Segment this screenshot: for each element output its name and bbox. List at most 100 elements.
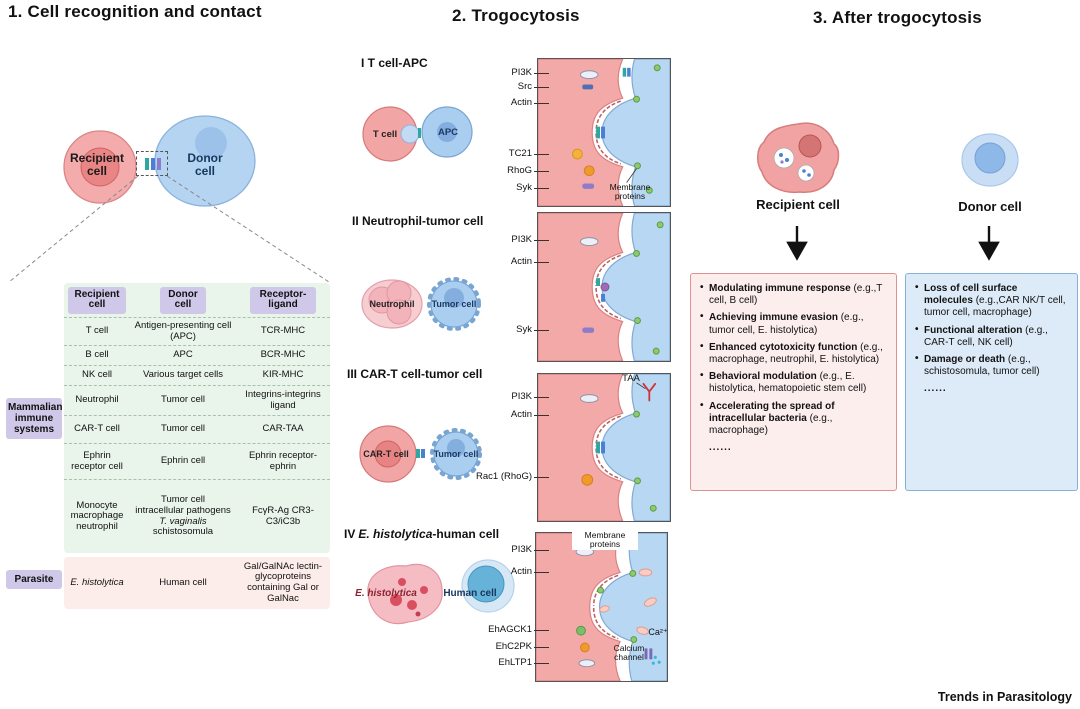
recipient-cell-label: Recipient cell [69, 151, 124, 178]
label-actin: Actin [476, 567, 549, 577]
outcome-detail: (e.g., macrophage, neutrophil, E. histol… [709, 341, 883, 365]
calcium-channel-icon [649, 648, 653, 660]
panel2-membrane-box [537, 212, 671, 362]
calcium-ion-icon [657, 660, 661, 664]
ehagck1-icon [576, 625, 586, 636]
cell-recipient: T cell [85, 325, 109, 337]
calcium-ion-icon [653, 655, 657, 659]
donor-line: intracellular pathogens [135, 504, 231, 516]
cell-donor: Tumor cell [161, 423, 205, 435]
label-pi3k: PI3K [476, 545, 549, 555]
label-pi3k: PI3K [478, 68, 549, 78]
syk-icon [582, 327, 595, 333]
tumor-nucleus [447, 439, 465, 457]
cell-recipient: B cell [85, 349, 109, 361]
tc21-icon [571, 148, 583, 160]
cell-ligand: CAR-TAA [262, 423, 304, 435]
label-syk: Syk [478, 325, 549, 335]
ingested-dot [807, 173, 811, 177]
table-row: T cell Antigen-presenting cell (APC) TCR… [64, 317, 330, 345]
panel2-membrane-svg [538, 213, 670, 361]
cell-ligand: Gal/GalNAc lectin-glycoproteins containi… [243, 560, 323, 604]
pi3k-icon [579, 237, 599, 247]
outcome-title: Behavioral modulation [709, 371, 817, 383]
recognition-table: Recipient cell Donor cell Receptor-ligan… [64, 283, 330, 609]
amoeba-vacuole [390, 594, 402, 606]
after-recipient-label: Recipient cell [756, 197, 840, 212]
signal-icon [600, 282, 610, 292]
outcome-item: Achieving immune evasion (e.g., tumor ce… [699, 311, 888, 336]
group-label-mammalian: Mammalian immune systems [6, 398, 62, 439]
pi3k-icon [579, 70, 599, 80]
recipient-outcomes-box: Modulating immune response (e.g.,T cell,… [690, 273, 897, 491]
outcome-title: Damage or death [924, 353, 1006, 365]
t-cell-label: T cell [373, 129, 397, 140]
outcome-detail: (e.g.,CAR NK/T cell, tumor cell, macroph… [924, 295, 1066, 319]
outcome-title: Enhanced cytotoxicity function [709, 341, 858, 353]
tumor-nucleus [444, 288, 464, 308]
header-recipient: Recipient cell [68, 286, 126, 314]
phagosome-icon [773, 147, 795, 169]
cart-label: CAR-T cell [363, 449, 409, 459]
membrane-proteins-dots [633, 64, 661, 194]
pi3k-icon [579, 394, 599, 403]
recipient-blob-shape [757, 122, 840, 194]
cell-ligand: FcγR-Ag CR3-C3/iC3b [252, 504, 314, 527]
calcium-channel-icon [644, 648, 648, 660]
label-tc21: TC21 [478, 149, 549, 159]
receptor-icon [418, 128, 421, 138]
table-header-row: Recipient cell Donor cell Receptor-ligan… [64, 283, 330, 317]
ellipsis-more: ...... [709, 442, 732, 454]
mammalian-zone: Recipient cell Donor cell Receptor-ligan… [64, 283, 330, 553]
ellipsis-more: ...... [924, 383, 947, 395]
pointer-line [626, 168, 637, 183]
panel1-heading: I T cell-APC [361, 56, 428, 70]
section2-title: 2. Trogocytosis [452, 6, 580, 25]
table-row: Monocyte macrophage neutrophil Tumor cel… [64, 479, 330, 553]
outcome-item: Functional alteration (e.g., CAR-T cell,… [914, 324, 1069, 349]
outcome-item: Modulating immune response (e.g.,T cell,… [699, 282, 888, 307]
label-pi3k: PI3K [478, 392, 549, 402]
tumor-label: Tumor cell [434, 449, 479, 459]
cell-donor: Antigen-presenting cell (APC) [134, 319, 232, 342]
membrane-fragment-icon [643, 597, 657, 607]
after-recipient-cell [757, 122, 840, 194]
panel4-cells: E. histolytica Human cell [355, 559, 515, 625]
rac1-icon [581, 473, 594, 486]
donor-line: Tumor cell [161, 494, 205, 506]
cell-donor: Tumor cell intracellular pathogens T. va… [130, 480, 236, 553]
outcome-detail: (e.g., macrophage) [709, 412, 833, 436]
syk-icon [582, 183, 595, 189]
recipient-nucleus [798, 134, 822, 158]
panel3-membrane-svg [538, 374, 670, 521]
outcome-title: Functional alteration [924, 324, 1023, 336]
receptor-icon [622, 67, 627, 77]
tumor-label: Tumor cell [432, 299, 477, 309]
receptor-icon [596, 278, 601, 287]
calcium-ion-icon [651, 661, 655, 665]
outcome-title: Modulating immune response [709, 283, 851, 294]
ligand-icon [151, 158, 155, 170]
outcome-detail: (e.g., CAR-T cell, NK cell) [924, 324, 1048, 348]
membrane-proteins-dots [633, 221, 664, 355]
receptor-icon [145, 158, 149, 170]
header-donor: Donor cell [160, 286, 206, 314]
panel4-heading-rest: -human cell [432, 527, 500, 541]
panel1-membrane-svg [538, 59, 670, 206]
table-row: Neutrophil Tumor cell Integrins-integrin… [64, 385, 330, 415]
outcome-item: Accelerating the spread of intracellular… [699, 400, 888, 438]
cell-ligand: BCR-MHC [260, 349, 306, 361]
ingested-dot [779, 153, 783, 157]
label-pi3k: PI3K [478, 235, 549, 245]
outcome-detail: (e.g., schistosomula, tumor cell) [924, 353, 1040, 378]
rhog-icon [583, 165, 595, 177]
membrane-fragment-icon [638, 568, 653, 577]
label-src: Src [478, 82, 549, 92]
car-receptor-icon [416, 449, 420, 458]
ligand-icon [601, 126, 605, 139]
label-actin: Actin [478, 98, 549, 108]
after-donor-label: Donor cell [958, 199, 1022, 214]
amoeba-vacuole [407, 600, 417, 610]
human-cell-shape [467, 565, 505, 603]
cell-ligand: TCR-MHC [260, 325, 306, 337]
